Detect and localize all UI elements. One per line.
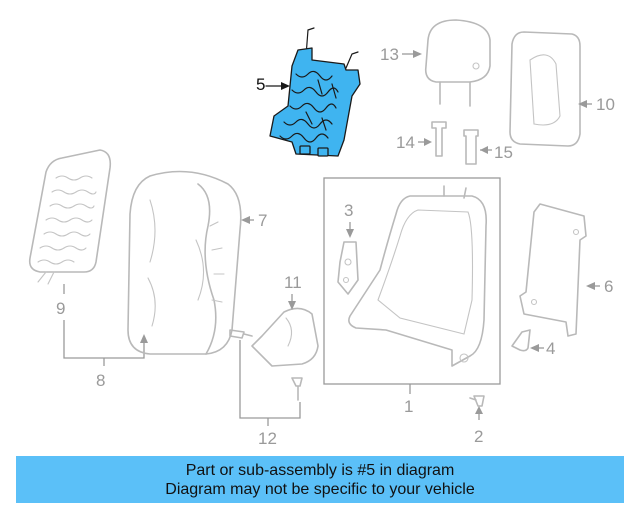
callout-7: 7: [258, 211, 267, 230]
part-9-heater-pad: [28, 149, 112, 285]
callout-12: 12: [258, 429, 277, 448]
part-13-headrest: [424, 19, 491, 107]
arrow-8: [140, 334, 148, 343]
callout-9: 9: [56, 299, 65, 318]
callout-11: 11: [284, 273, 302, 292]
leader-8-bracket: [63, 320, 145, 359]
part-1-seat-frame: [348, 185, 488, 367]
callout-2: 2: [474, 427, 483, 446]
part-10-back-cover: [509, 31, 581, 147]
parts-diagram: 9 8 7 5 13 14: [28, 19, 615, 448]
callout-13: 13: [380, 45, 399, 64]
part-11-trim-cover: [251, 307, 319, 367]
part-4-clip: [511, 329, 531, 352]
callout-6: 6: [604, 277, 613, 296]
arrow-10: [578, 100, 587, 108]
banner-line-disclaimer: Diagram may not be specific to your vehi…: [165, 480, 475, 498]
arrow-15: [480, 146, 488, 154]
callout-10: 10: [596, 95, 615, 114]
callout-8: 8: [96, 371, 105, 390]
part-12-bolt-b: [291, 377, 303, 401]
part-5-seat-back-support[interactable]: [269, 27, 361, 157]
part-7-backrest-cover: [127, 170, 242, 355]
info-banner: Part or sub-assembly is #5 in diagram Di…: [16, 456, 624, 503]
callout-14: 14: [396, 133, 415, 152]
part-6-plate: [519, 203, 587, 337]
callout-5: 5: [256, 75, 265, 94]
part-12-bolt-a: [229, 329, 253, 339]
arrow-2: [475, 406, 483, 414]
arrow-5: [281, 82, 290, 90]
callout-15: 15: [494, 143, 513, 162]
banner-line-part: Part or sub-assembly is #5 in diagram: [185, 461, 455, 479]
arrow-3: [346, 229, 354, 238]
arrow-6: [586, 282, 595, 290]
part-15-guide: [463, 129, 479, 165]
arrow-11: [288, 301, 296, 310]
arrow-7: [241, 216, 250, 224]
leader-12-bracket: [239, 340, 301, 419]
callout-4: 4: [546, 339, 555, 358]
part-3-recliner: [337, 241, 359, 295]
arrow-14: [424, 138, 432, 146]
part-14-guide: [431, 121, 447, 157]
part-1-box: [323, 177, 501, 385]
callout-3: 3: [344, 201, 353, 220]
callout-1: 1: [404, 397, 413, 416]
arrow-13: [413, 50, 422, 58]
part-2-clip: [469, 395, 485, 407]
arrow-4: [530, 344, 539, 352]
